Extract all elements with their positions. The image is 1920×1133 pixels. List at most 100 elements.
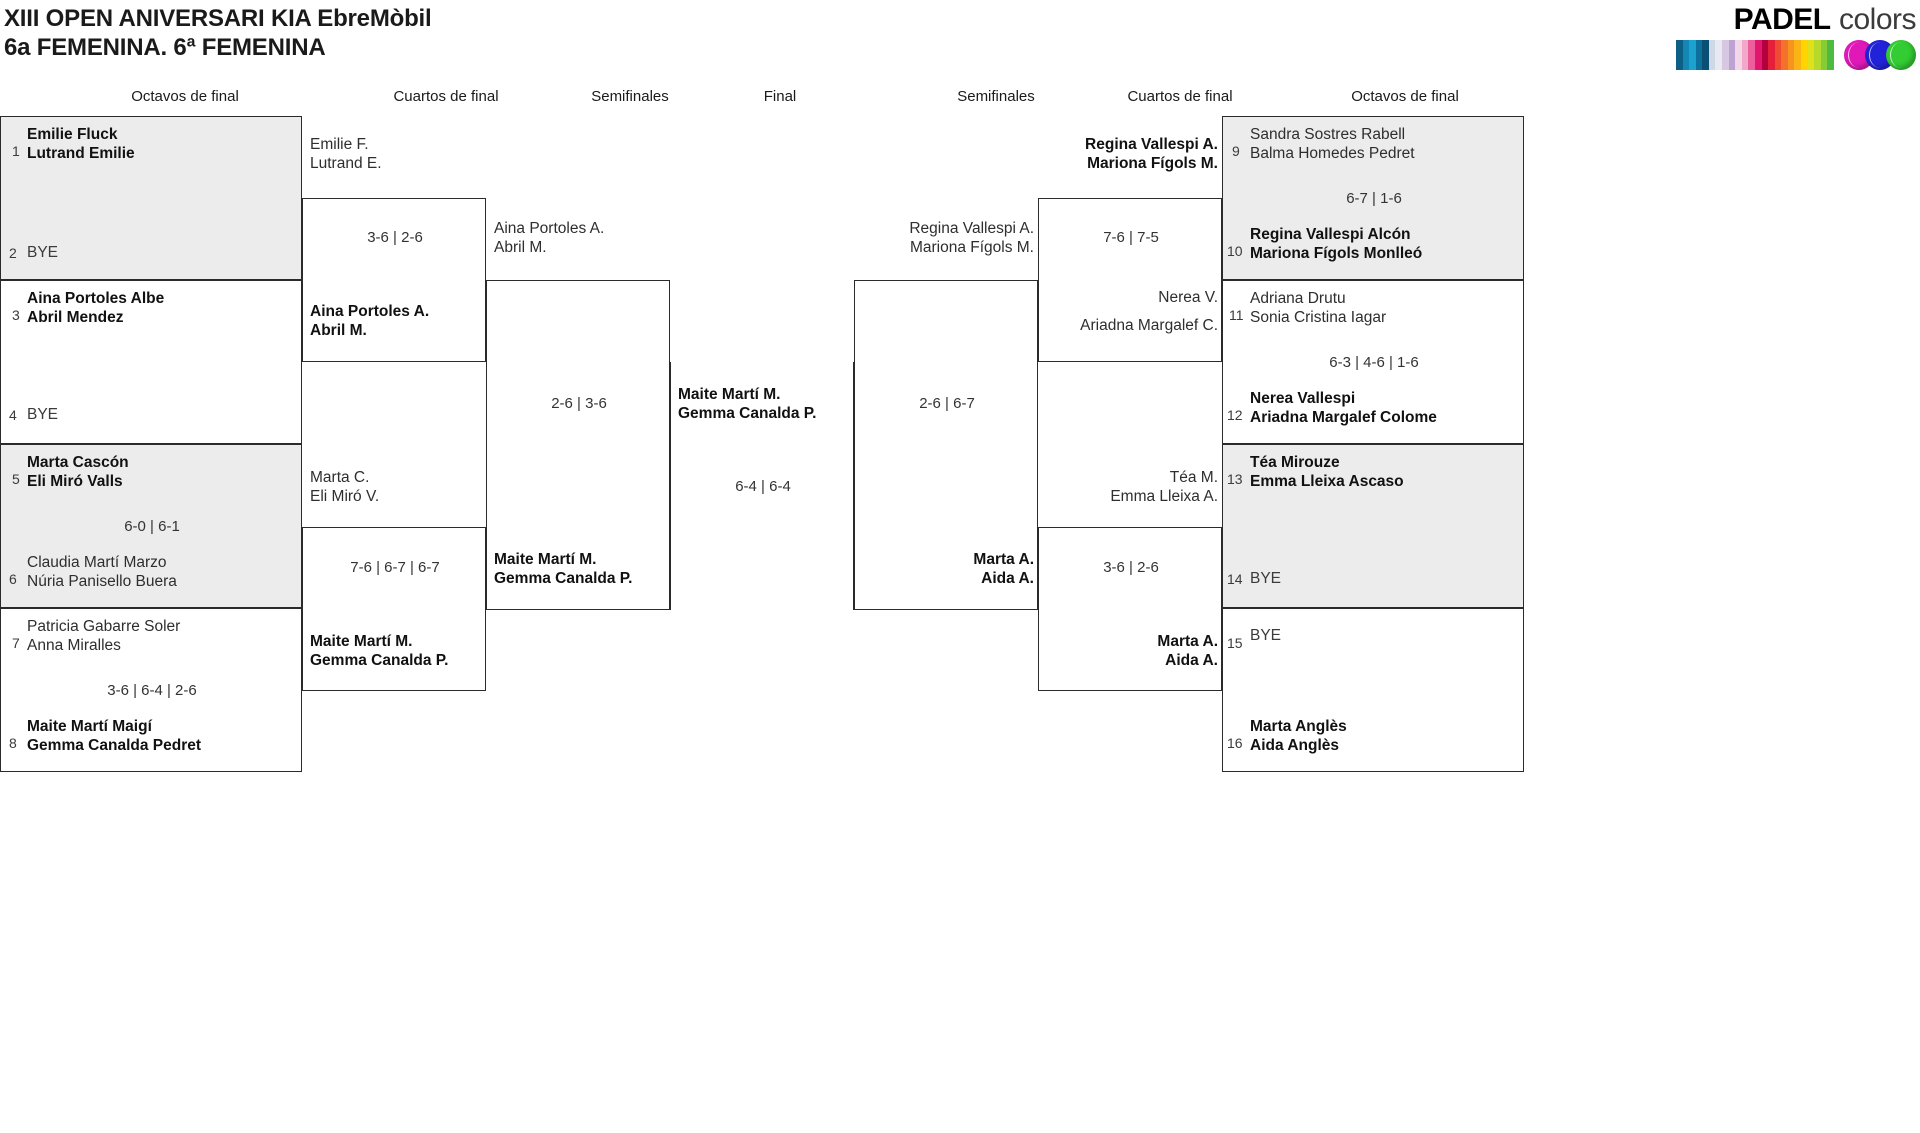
match-score: 6-3 | 4-6 | 1-6 [1329, 354, 1419, 371]
page-header: XIII OPEN ANIVERSARI KIA EbreMòbil 6a FE… [0, 0, 1920, 82]
round-header-left-sf: Semifinales [591, 88, 669, 105]
player-pair-line1: Emilie Fluck [27, 126, 118, 143]
player-pair-line2: Núria Panisello Buera [27, 573, 177, 590]
seed-number: 3 [12, 307, 20, 323]
seed-number: 10 [1227, 243, 1243, 259]
match-cell-left-2[interactable]: 3 Aina Portoles Albe Abril Mendez 4 BYE [0, 280, 302, 444]
match-score: 6-7 | 1-6 [1346, 190, 1402, 207]
logo-text-padel: PADEL [1733, 3, 1831, 36]
bye-label: BYE [27, 244, 59, 261]
advancer-right-qf-4-line1: Marta A. [1157, 633, 1218, 650]
seed-number: 14 [1227, 571, 1243, 587]
match-score: 2-6 | 6-7 [919, 395, 975, 412]
advancer-right-qf-1-line1: Regina Vallespi A. [1085, 136, 1218, 153]
player-pair-line2: Lutrand Emilie [27, 145, 135, 162]
match-box-left-sf[interactable]: 2-6 | 3-6 [486, 280, 670, 610]
advancer-right-qf-2-line2: Ariadna Margalef C. [1080, 317, 1218, 334]
player-pair-line1: Nerea Vallespi [1250, 390, 1356, 407]
final-winner-line1: Maite Martí M. [678, 386, 781, 403]
ball-green-icon [1886, 40, 1916, 70]
player-pair-line2: Aida Anglès [1250, 737, 1339, 754]
final-winner-line2: Gemma Canalda P. [678, 405, 817, 422]
player-pair-line1: Patricia Gabarre Soler [27, 618, 181, 635]
round-header-left-qf: Cuartos de final [393, 88, 499, 105]
match-score: 3-6 | 6-4 | 2-6 [107, 682, 197, 699]
title-block: XIII OPEN ANIVERSARI KIA EbreMòbil 6a FE… [4, 4, 432, 62]
advancer-right-sf-2-line1: Marta A. [973, 551, 1034, 568]
player-pair-line1: Téa Mirouze [1250, 454, 1340, 471]
round-header-right-qf: Cuartos de final [1127, 88, 1233, 105]
match-box-right-qf-2[interactable]: 3-6 | 2-6 [1038, 527, 1222, 691]
advancer-right-qf-3-line1: Téa M. [1169, 469, 1218, 486]
match-score: 3-6 | 2-6 [1103, 559, 1159, 576]
seed-number: 8 [9, 735, 17, 751]
match-cell-left-3[interactable]: 5 Marta Cascón Eli Miró Valls 6-0 | 6-1 … [0, 444, 302, 608]
advancer-left-qf-3-line2: Eli Miró V. [310, 488, 380, 505]
seed-number: 5 [12, 471, 20, 487]
logo-wordmark: PADEL colors [1644, 3, 1917, 36]
seed-number: 15 [1227, 635, 1243, 651]
match-score: 7-6 | 6-7 | 6-7 [350, 559, 440, 576]
player-pair-line2: Anna Miralles [27, 637, 121, 654]
player-pair-line1: Marta Cascón [27, 454, 129, 471]
seed-number: 9 [1232, 143, 1240, 159]
match-cell-right-3[interactable]: 13 Téa Mirouze Emma Lleixa Ascaso 14 BYE [1222, 444, 1524, 608]
seed-number: 1 [12, 143, 20, 159]
player-pair-line2: Mariona Fígols Monlleó [1250, 245, 1423, 262]
player-pair-line2: Eli Miró Valls [27, 473, 123, 490]
advancer-right-qf-4-line2: Aida A. [1165, 652, 1218, 669]
seed-number: 11 [1229, 307, 1244, 323]
player-pair-line2: Ariadna Margalef Colome [1250, 409, 1437, 426]
advancer-left-qf-3-line1: Marta C. [310, 469, 370, 486]
advancer-left-sf-2-line1: Maite Martí M. [494, 551, 597, 568]
tennis-balls-icon [1844, 40, 1916, 70]
seed-number: 4 [9, 407, 17, 423]
advancer-left-qf-4-line1: Maite Martí M. [310, 633, 413, 650]
player-pair-line2: Abril Mendez [27, 309, 124, 326]
seed-number: 13 [1227, 471, 1243, 487]
advancer-left-sf-1-line1: Aina Portoles A. [494, 220, 605, 237]
advancer-left-qf-1-line1: Emilie F. [310, 136, 369, 153]
match-score: 3-6 | 2-6 [367, 229, 423, 246]
padel-colors-logo: PADEL colors [1644, 3, 1917, 70]
advancer-left-qf-2-line1: Aina Portoles A. [310, 303, 430, 320]
match-cell-right-2[interactable]: 11 Adriana Drutu Sonia Cristina Iagar 6-… [1222, 280, 1524, 444]
round-header-left-r16: Octavos de final [131, 88, 239, 105]
tournament-title: XIII OPEN ANIVERSARI KIA EbreMòbil [4, 5, 432, 32]
match-box-left-qf-1[interactable]: 3-6 | 2-6 [302, 198, 486, 362]
advancer-right-qf-1-line2: Mariona Fígols M. [1087, 155, 1218, 172]
seed-number: 16 [1227, 735, 1243, 751]
advancer-left-qf-4-line2: Gemma Canalda P. [310, 652, 449, 669]
advancer-right-qf-2-line1: Nerea V. [1158, 289, 1218, 306]
player-pair-line1: Sandra Sostres Rabell [1250, 126, 1406, 143]
advancer-left-qf-2-line2: Abril M. [310, 322, 367, 339]
player-pair-line1: Claudia Martí Marzo [27, 554, 167, 571]
seed-number: 2 [9, 245, 17, 261]
advancer-right-sf-2-line2: Aida A. [981, 570, 1034, 587]
bye-label: BYE [1250, 570, 1282, 587]
player-pair-line2: Gemma Canalda Pedret [27, 737, 202, 754]
player-pair-line2: Emma Lleixa Ascaso [1250, 473, 1404, 490]
match-cell-right-1[interactable]: 9 Sandra Sostres Rabell Balma Homedes Pe… [1222, 116, 1524, 280]
match-score: 2-6 | 3-6 [551, 395, 607, 412]
match-box-left-qf-2[interactable]: 7-6 | 6-7 | 6-7 [302, 527, 486, 691]
match-box-right-sf[interactable]: 2-6 | 6-7 [854, 280, 1038, 610]
tournament-category: 6a FEMENINA. 6ª FEMENINA [4, 34, 326, 61]
player-pair-line1: Regina Vallespi Alcón [1250, 226, 1411, 243]
logo-text-colors: colors [1838, 3, 1917, 36]
player-pair-line2: Sonia Cristina Iagar [1250, 309, 1387, 326]
match-cell-left-4[interactable]: 7 Patricia Gabarre Soler Anna Miralles 3… [0, 608, 302, 772]
advancer-left-sf-2-line2: Gemma Canalda P. [494, 570, 633, 587]
round-header-right-r16: Octavos de final [1351, 88, 1459, 105]
match-cell-right-4[interactable]: 15 BYE 16 Marta Anglès Aida Anglès [1222, 608, 1524, 772]
player-pair-line1: Maite Martí Maigí [27, 718, 152, 735]
match-cell-left-1[interactable]: 1 Emilie Fluck Lutrand Emilie 2 BYE [0, 116, 302, 280]
match-score: 6-0 | 6-1 [124, 518, 180, 535]
bye-label: BYE [27, 406, 59, 423]
player-pair-line1: Adriana Drutu [1250, 290, 1346, 307]
match-box-right-qf-1[interactable]: 7-6 | 7-5 [1038, 198, 1222, 362]
advancer-right-sf-1-line2: Mariona Fígols M. [909, 239, 1034, 256]
match-box-final[interactable]: 6-4 | 6-4 [670, 362, 854, 610]
player-pair-line2: Balma Homedes Pedret [1250, 145, 1415, 162]
advancer-right-sf-1-line1: Regina Vallespi A. [909, 220, 1034, 237]
